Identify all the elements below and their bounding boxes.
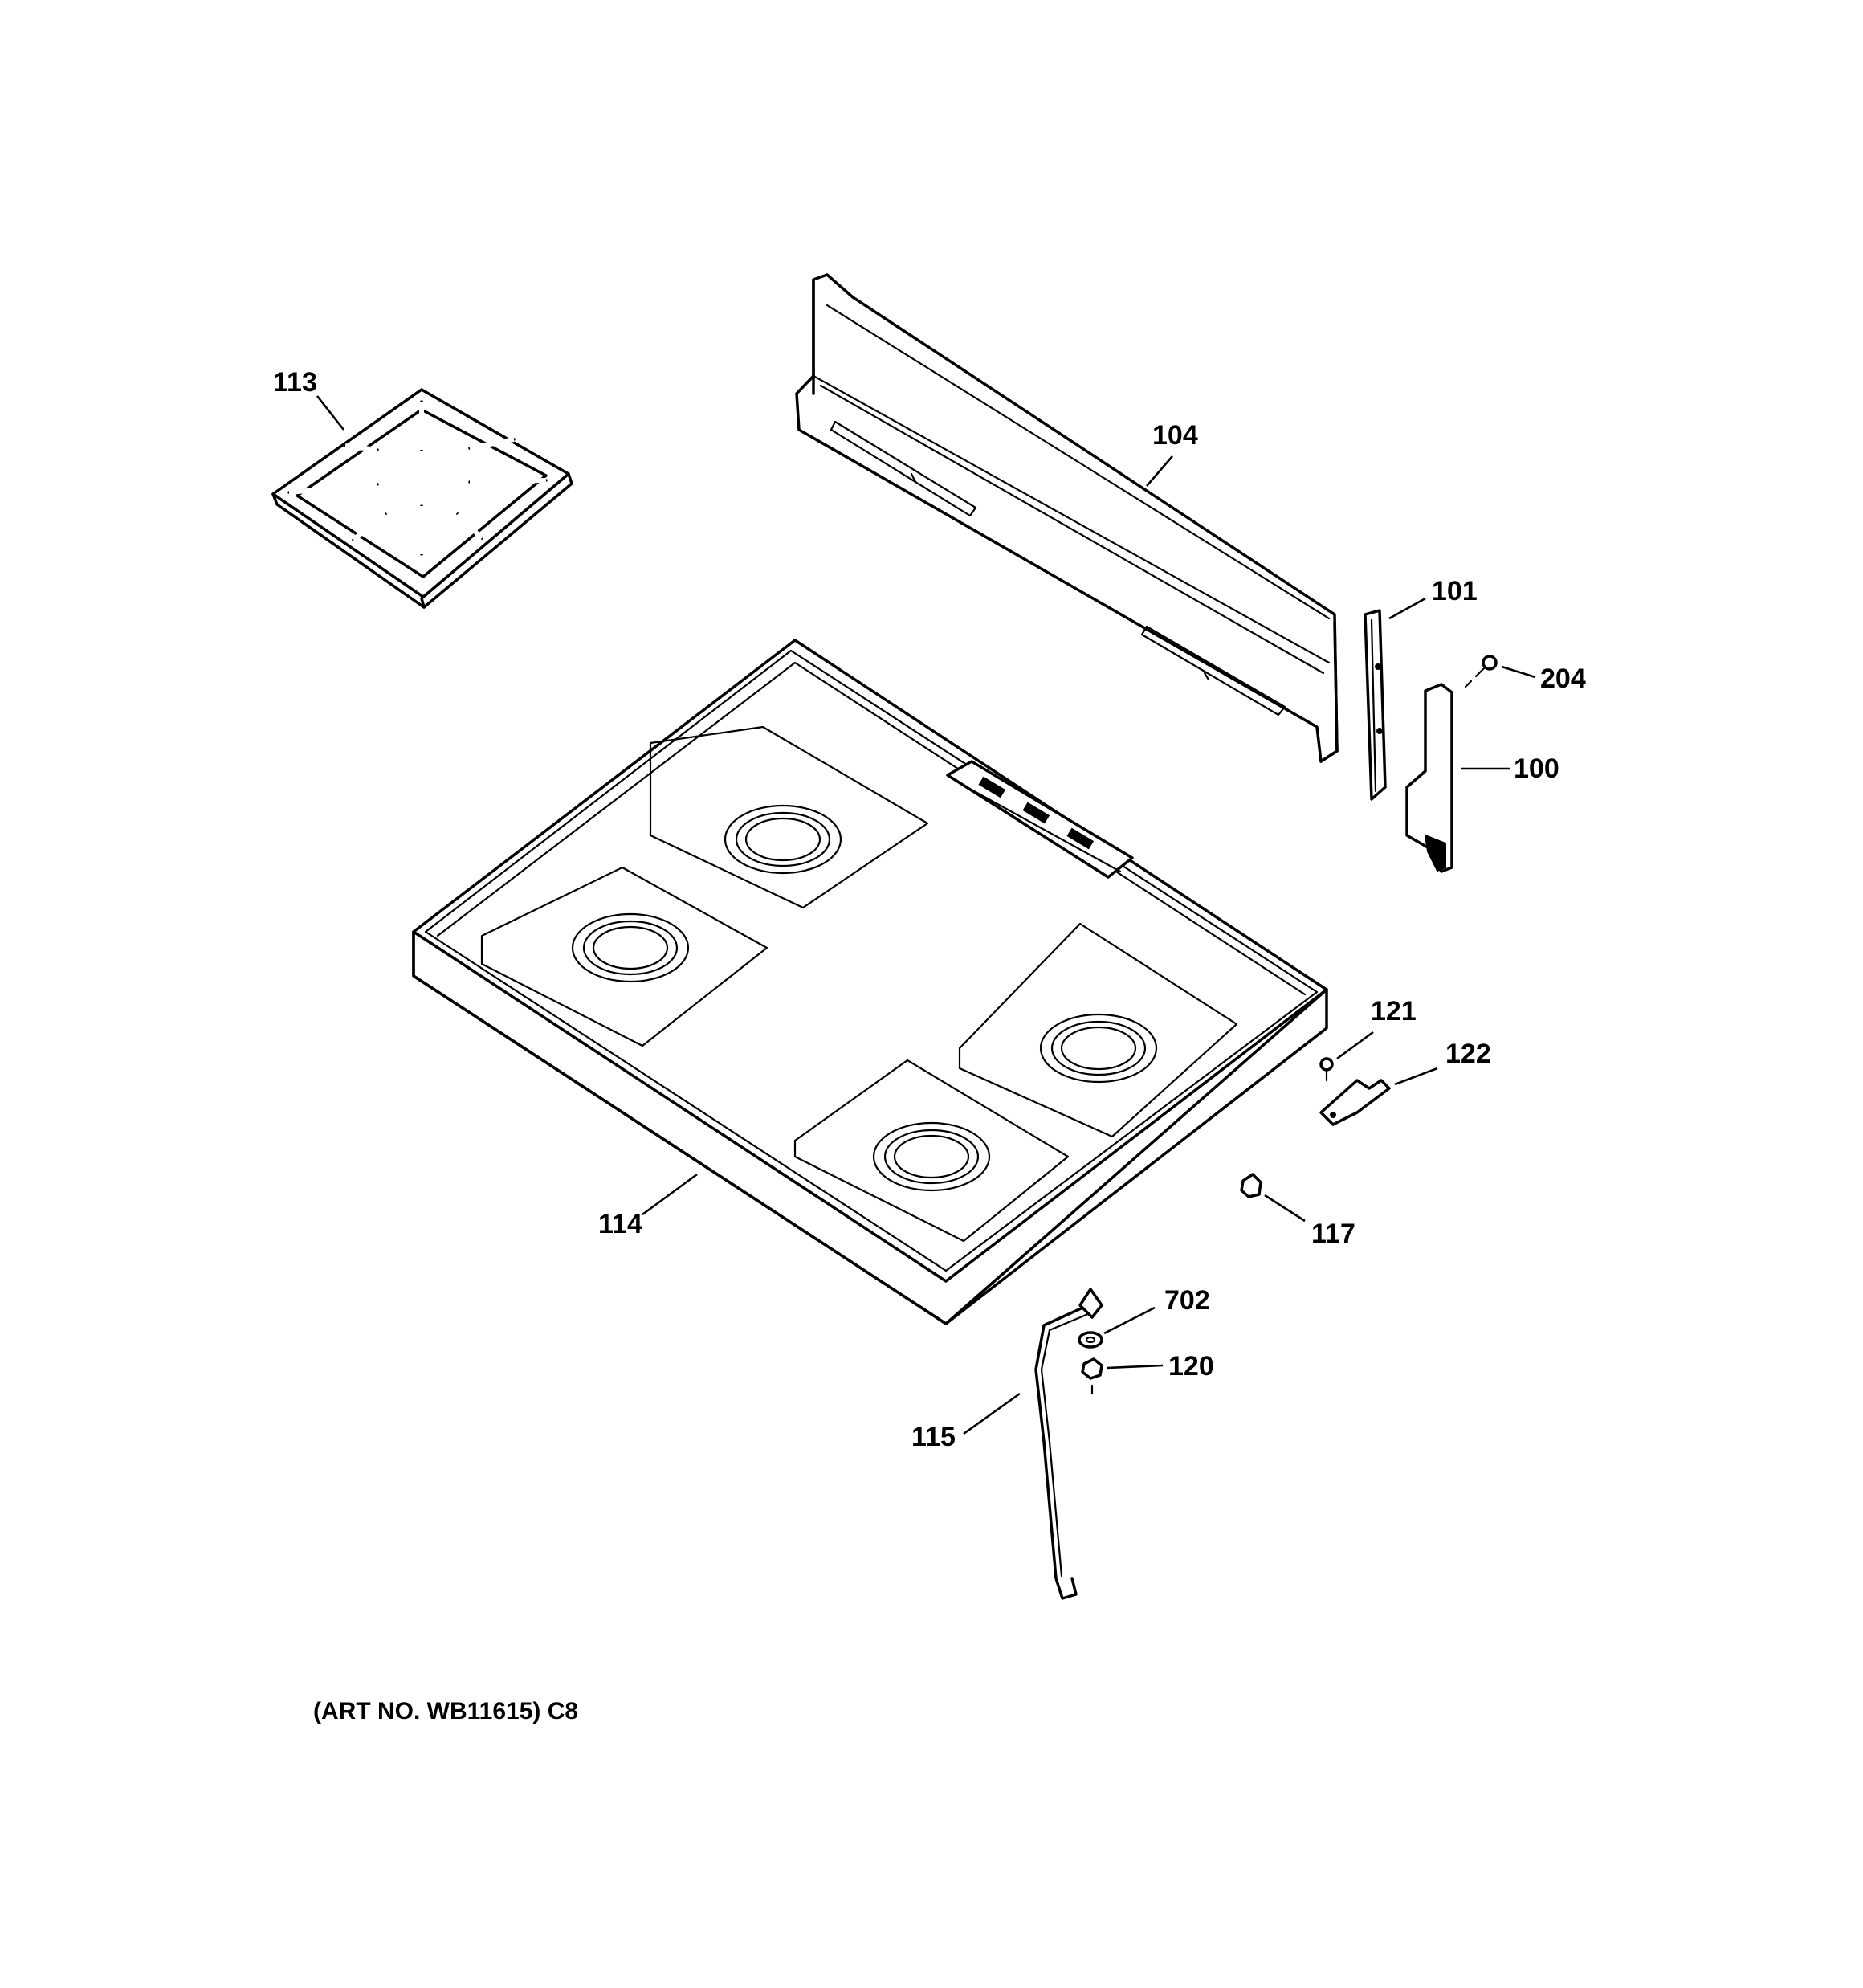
- part-label-121: 121: [1371, 996, 1417, 1027]
- leader-104: [1146, 455, 1173, 487]
- end-bracket: [1364, 609, 1387, 801]
- leader-101: [1388, 597, 1426, 620]
- cooktop: [412, 639, 1328, 1325]
- part-label-104: 104: [1152, 420, 1198, 451]
- leader-702: [1103, 1306, 1156, 1335]
- part-label-101: 101: [1432, 576, 1478, 606]
- part-label-117: 117: [1311, 1219, 1355, 1249]
- art-number-caption: (ART NO. WB11615) C8: [313, 1698, 578, 1725]
- leader-120: [1106, 1364, 1164, 1370]
- screw-204: [1464, 655, 1498, 688]
- part-label-120: 120: [1168, 1351, 1214, 1382]
- nut-120: [1081, 1357, 1103, 1395]
- backsplash-panel: [795, 273, 1339, 763]
- support-rod: [1034, 1288, 1103, 1600]
- part-label-100: 100: [1514, 753, 1559, 784]
- part-label-113: 113: [273, 367, 317, 398]
- part-label-122: 122: [1445, 1039, 1491, 1069]
- nut-117: [1240, 1173, 1262, 1198]
- screw-121: [1319, 1057, 1334, 1082]
- leader-113: [316, 395, 345, 431]
- end-cap: [1405, 683, 1453, 873]
- leader-117: [1264, 1194, 1306, 1223]
- leader-204: [1501, 665, 1536, 679]
- part-label-115: 115: [911, 1422, 956, 1452]
- leader-122: [1394, 1067, 1438, 1086]
- part-label-702: 702: [1164, 1285, 1210, 1316]
- part-label-204: 204: [1540, 663, 1586, 694]
- leader-121: [1336, 1031, 1374, 1060]
- part-label-114: 114: [598, 1209, 642, 1239]
- hinge-122: [1319, 1079, 1391, 1126]
- leader-115: [963, 1392, 1021, 1435]
- burner-grate: [271, 388, 573, 609]
- washer-702: [1078, 1331, 1103, 1349]
- leader-114: [642, 1173, 698, 1216]
